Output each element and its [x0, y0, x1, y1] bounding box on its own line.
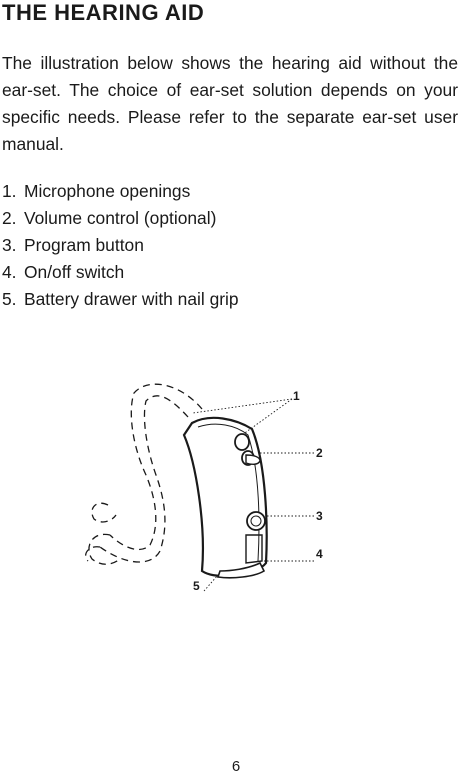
parts-list: 1. Microphone openings 2. Volume control (… — [2, 178, 239, 313]
microphone-opening — [234, 433, 250, 451]
callout-label: 1 — [293, 389, 300, 403]
list-item: 5. Battery drawer with nail grip — [2, 286, 239, 313]
callout-label: 5 — [193, 579, 200, 593]
list-item-number: 2. — [2, 208, 17, 228]
list-item: 3. Program button — [2, 232, 239, 259]
list-item-label: Battery drawer with nail grip — [24, 289, 239, 309]
callout-label: 3 — [316, 509, 323, 523]
list-item-label: Volume control (optional) — [24, 208, 217, 228]
hearing-aid-illustration: 1 2 3 4 5 — [85, 383, 323, 593]
ear-hook-outline — [85, 383, 203, 565]
list-item-number: 3. — [2, 235, 17, 255]
list-item-number: 5. — [2, 289, 17, 309]
list-item: 2. Volume control (optional) — [2, 205, 239, 232]
list-item-number: 4. — [2, 262, 17, 282]
list-item: 1. Microphone openings — [2, 178, 239, 205]
list-item-label: Microphone openings — [24, 181, 191, 201]
list-item-label: Program button — [24, 235, 144, 255]
on-off-switch — [245, 534, 263, 564]
hearing-aid-body — [182, 416, 268, 579]
page-number: 6 — [231, 758, 241, 775]
leader-lines — [192, 398, 314, 592]
intro-paragraph: The illustration below shows the hearing… — [2, 53, 458, 154]
battery-drawer — [216, 561, 266, 579]
callout-label: 4 — [316, 547, 323, 561]
program-button — [246, 511, 266, 531]
list-item-number: 1. — [2, 181, 17, 201]
callout-label: 2 — [316, 446, 323, 460]
volume-control — [245, 454, 261, 466]
list-item-label: On/off switch — [24, 262, 125, 282]
list-item: 4. On/off switch — [2, 259, 239, 286]
page-title: THE HEARING AID — [2, 0, 205, 25]
